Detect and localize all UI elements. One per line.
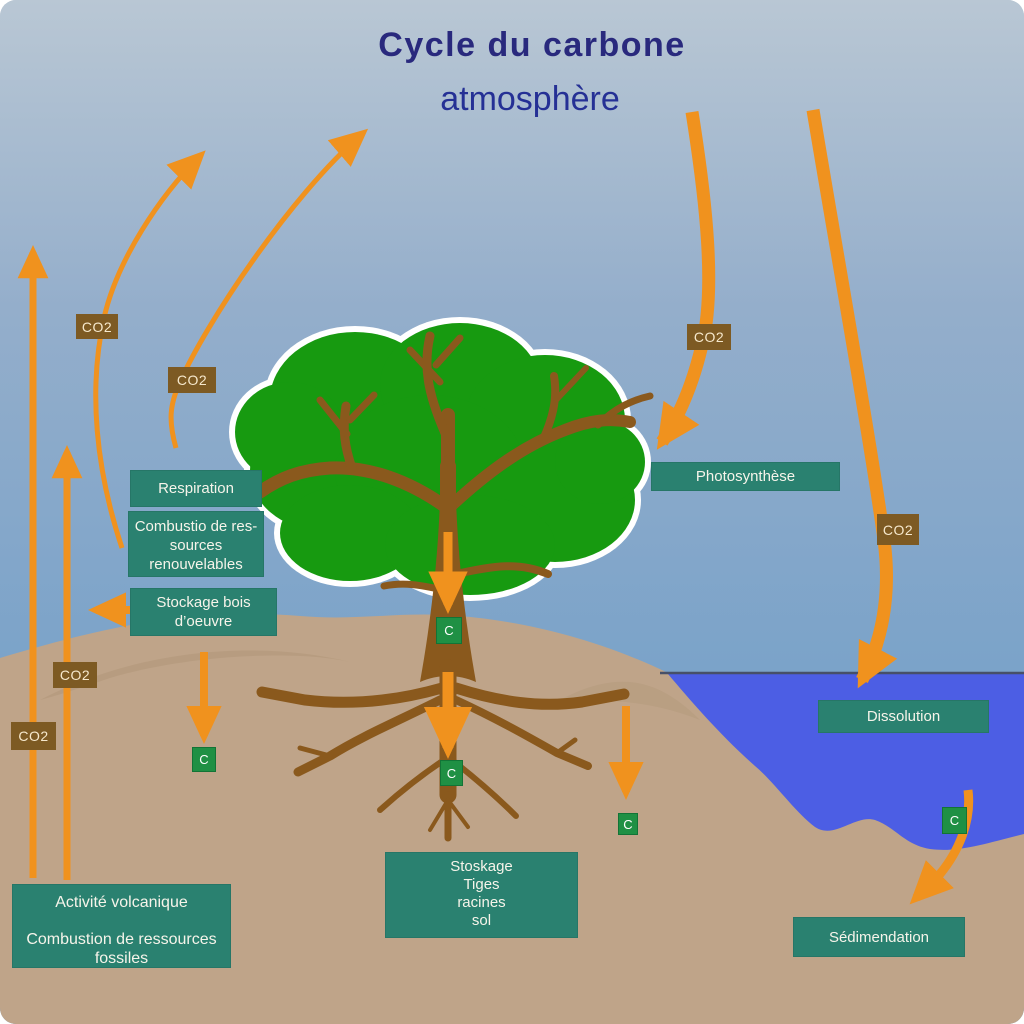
co2-tag-respiration: CO2: [168, 367, 216, 393]
diagram-title: Cycle du carbone: [378, 26, 686, 64]
sedimentation-label: Sédimendation: [793, 917, 965, 957]
co2-tag-fossil: CO2: [53, 662, 97, 688]
soil-storage-label: Stoskage Tiges racines sol: [385, 852, 578, 938]
co2-tag-volcanic: CO2: [76, 314, 118, 339]
renewable-combustion-arrow: [168, 128, 369, 449]
co2-tag-photosynthesis: CO2: [687, 324, 731, 350]
co2-tag-volcanic-lower: CO2: [11, 722, 56, 750]
sedimentation-arrow: [909, 789, 974, 905]
carbon-tag-soil-right: C: [618, 813, 638, 835]
atmosphere-label: atmosphère: [440, 80, 620, 118]
carbon-tag-soil-left: C: [192, 747, 216, 772]
carbon-tag-roots: C: [440, 760, 463, 786]
wood-storage-label: Stockage bois d’oeuvre: [130, 588, 277, 636]
dissolution-arrow: [806, 108, 898, 689]
carbon-tag-water: C: [942, 807, 967, 834]
photosynthesis-label: Photosynthèse: [651, 462, 840, 491]
carbon-tag-trunk: C: [436, 617, 462, 644]
respiration-label: Respiration: [130, 470, 262, 507]
tree: [229, 317, 654, 842]
renewable-combustion-label: Combustio de res- sources renouvelables: [128, 511, 264, 577]
co2-tag-dissolution: CO2: [877, 514, 919, 545]
label-spacer: [12, 912, 231, 930]
volcanic-fossil-label: Activité volcanique Combustion de ressou…: [12, 884, 231, 968]
dissolution-label: Dissolution: [818, 700, 989, 733]
